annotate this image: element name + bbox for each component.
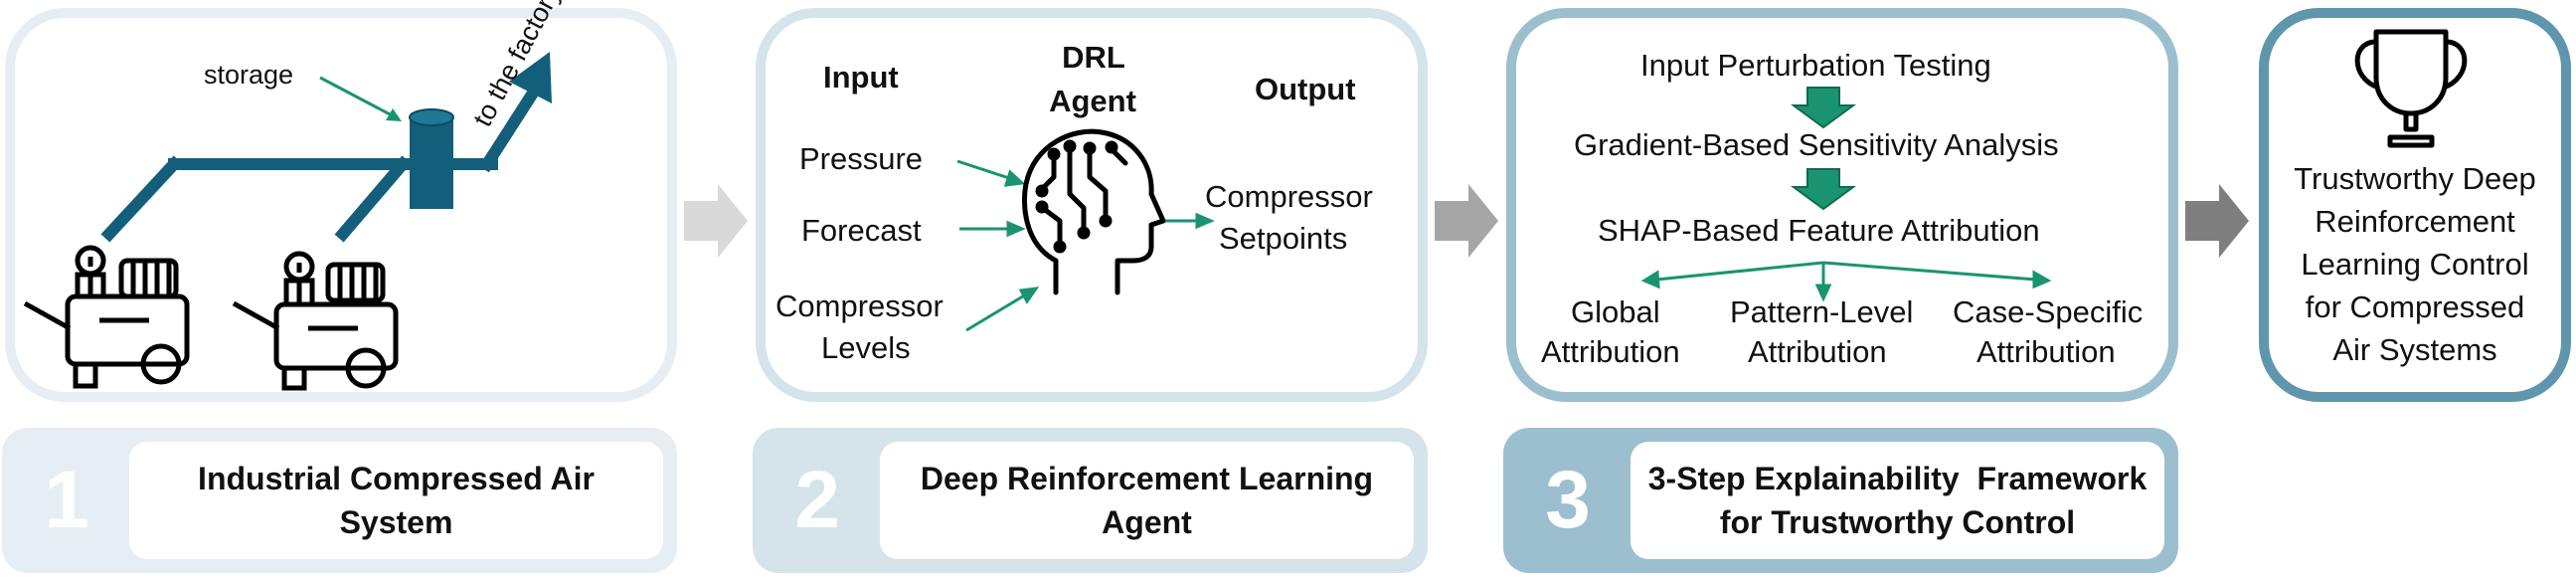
trustworthy-line1: Trustworthy Deep: [2294, 161, 2536, 196]
agent-header-line2: Agent: [1049, 84, 1136, 118]
step-number: 1: [44, 455, 89, 545]
input-header: Input: [823, 60, 899, 95]
step-band-3: 3 3-Step Explainability Framework for Tru…: [1503, 428, 2178, 573]
step-label-line1: Deep Reinforcement Learning: [920, 461, 1374, 496]
branch-case-line1: Case-Specific: [1953, 294, 2144, 329]
agent-header-line1: DRL: [1062, 40, 1125, 75]
branch-global-line1: Global: [1571, 294, 1660, 329]
step-shap-attribution: SHAP-Based Feature Attribution: [1598, 213, 2040, 248]
step-label-line1: Industrial Compressed Air: [198, 461, 595, 496]
output-header: Output: [1255, 72, 1356, 106]
step-label-line1: 3-Step Explainability Framework: [1647, 461, 2147, 496]
step-number: 2: [794, 455, 840, 545]
output-line1: Compressor: [1205, 179, 1373, 214]
step-gradient-sensitivity: Gradient-Based Sensitivity Analysis: [1574, 127, 2059, 162]
output-line2: Setpoints: [1219, 221, 1348, 256]
step-label-line2: System: [339, 504, 453, 540]
step-number: 3: [1545, 455, 1591, 545]
flow-arrow-1: [684, 184, 748, 258]
flow-arrow-2: [1435, 184, 1498, 258]
input-compressor-line1: Compressor: [775, 289, 944, 323]
trustworthy-line2: Reinforcement: [2315, 204, 2515, 239]
trustworthy-line3: Learning Control: [2301, 247, 2529, 282]
storage-label: storage: [204, 60, 294, 90]
step-label: 3-Step Explainability Framework for Trust…: [1631, 442, 2164, 559]
trustworthy-control-text: Trustworthy Deep Reinforcement Learning …: [2269, 157, 2561, 371]
trustworthy-line4: for Compressed: [2305, 290, 2525, 324]
trustworthy-line5: Air Systems: [2332, 332, 2497, 367]
branch-pattern-line1: Pattern-Level: [1730, 294, 1914, 329]
branch-case-line2: Attribution: [1976, 334, 2116, 369]
flow-arrow-3: [2185, 184, 2249, 258]
branch-global-line2: Attribution: [1541, 334, 1680, 369]
input-forecast: Forecast: [801, 213, 922, 248]
panel-compressed-air-system: [5, 8, 677, 402]
step-label-line2: for Trustworthy Control: [1719, 504, 2076, 540]
step-label-line2: Agent: [1102, 504, 1192, 540]
input-compressor-line2: Levels: [821, 330, 911, 365]
step-input-perturbation: Input Perturbation Testing: [1640, 48, 1991, 83]
input-pressure: Pressure: [799, 141, 924, 176]
branch-pattern-line2: Attribution: [1748, 334, 1887, 369]
